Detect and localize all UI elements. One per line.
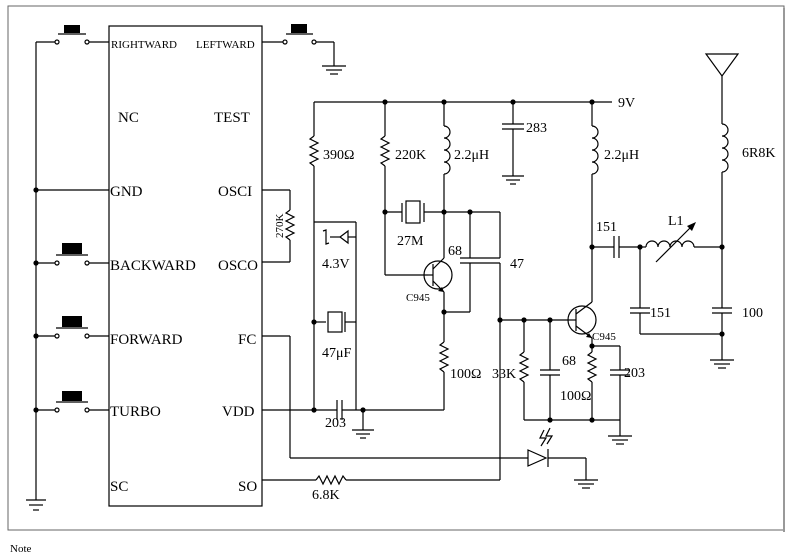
resistor-270k (262, 189, 296, 263)
resistor-33k (518, 320, 530, 420)
capacitor-151b (630, 247, 722, 335)
crystal-27m (382, 200, 500, 224)
pin-test: TEST (214, 110, 250, 126)
capacitor-203b (610, 346, 630, 420)
label-100: 100 (742, 306, 763, 321)
pin-nc: NC (118, 110, 139, 126)
label-283: 283 (526, 121, 547, 136)
pin-so: SO (238, 479, 257, 495)
label-100a: 100Ω (450, 367, 481, 382)
label-2-2uh-a: 2.2μH (454, 148, 489, 163)
pin-vdd: VDD (222, 404, 255, 420)
label-l1: L1 (668, 214, 684, 229)
label-390: 390Ω (323, 148, 354, 163)
capacitor-151a (592, 236, 643, 258)
label-203b: 203 (624, 366, 645, 381)
capacitor-100 (710, 247, 734, 369)
label-6r8k: 6R8K (742, 146, 775, 161)
switch-turbo (36, 391, 109, 413)
pin-sc: SC (110, 479, 128, 495)
pin-gnd: GND (110, 184, 143, 200)
label-q2: C945 (592, 331, 616, 343)
pin-rightward: RIGHTWARD (111, 39, 177, 51)
q2-base-network (497, 263, 568, 480)
resistor-100b (586, 343, 620, 420)
label-q1: C945 (406, 292, 430, 304)
pin-fc: FC (238, 332, 256, 348)
label-6-8k: 6.8K (312, 488, 340, 503)
supply-rail (314, 99, 612, 105)
pin-osco: OSCO (218, 258, 258, 274)
q2-ground-bus (524, 417, 632, 445)
transistor-q1 (423, 257, 470, 342)
antenna-icon (704, 53, 740, 78)
capacitor-47uf (311, 260, 357, 410)
label-203a: 203 (325, 416, 346, 431)
label-151b: 151 (650, 306, 671, 321)
label-100b: 100Ω (560, 389, 591, 404)
label-151a: 151 (596, 220, 617, 235)
resistor-6-8k (262, 474, 500, 486)
capacitor-47 (480, 212, 501, 264)
label-47uf: 47μF (322, 346, 352, 361)
switch-backward (36, 243, 109, 266)
label-68a: 68 (448, 244, 462, 259)
label-9v: 9V (618, 96, 635, 111)
label-33k: 33K (492, 367, 516, 382)
pin-backward: BACKWARD (110, 258, 196, 274)
switch-rightward (36, 25, 109, 45)
pin-forward: FORWARD (110, 332, 183, 348)
ic-body (108, 25, 263, 507)
label-47: 47 (510, 257, 524, 272)
label-270k: 270K (274, 214, 286, 239)
capacitor-203a (262, 400, 442, 439)
resistor-390 (308, 102, 320, 410)
led-indicator (262, 335, 598, 489)
transistor-q2 (567, 301, 597, 346)
resistor-220k (379, 102, 428, 276)
zener-diode (314, 221, 357, 260)
left-rail (26, 42, 109, 511)
inductor-2-2uh-b (589, 102, 599, 302)
footer-note: Note (10, 543, 32, 552)
label-4-3v: 4.3V (322, 257, 350, 272)
inductor-2-2uh-a (443, 102, 451, 258)
inductor-6r8k (721, 76, 729, 247)
pin-turbo: TURBO (110, 404, 161, 420)
label-2-2uh-b: 2.2μH (604, 148, 639, 163)
capacitor-68b (540, 320, 560, 420)
label-220k: 220K (395, 148, 426, 163)
switch-leftward (262, 24, 346, 75)
label-27m: 27M (397, 234, 424, 249)
pin-leftward: LEFTWARD (196, 39, 255, 51)
pin-osci: OSCI (218, 184, 252, 200)
capacitor-283 (502, 102, 524, 185)
resistor-100a (438, 341, 450, 411)
capacitor-68a (460, 212, 480, 312)
inductor-l1 (640, 222, 725, 263)
label-68b: 68 (562, 354, 576, 369)
switch-forward (36, 316, 109, 339)
